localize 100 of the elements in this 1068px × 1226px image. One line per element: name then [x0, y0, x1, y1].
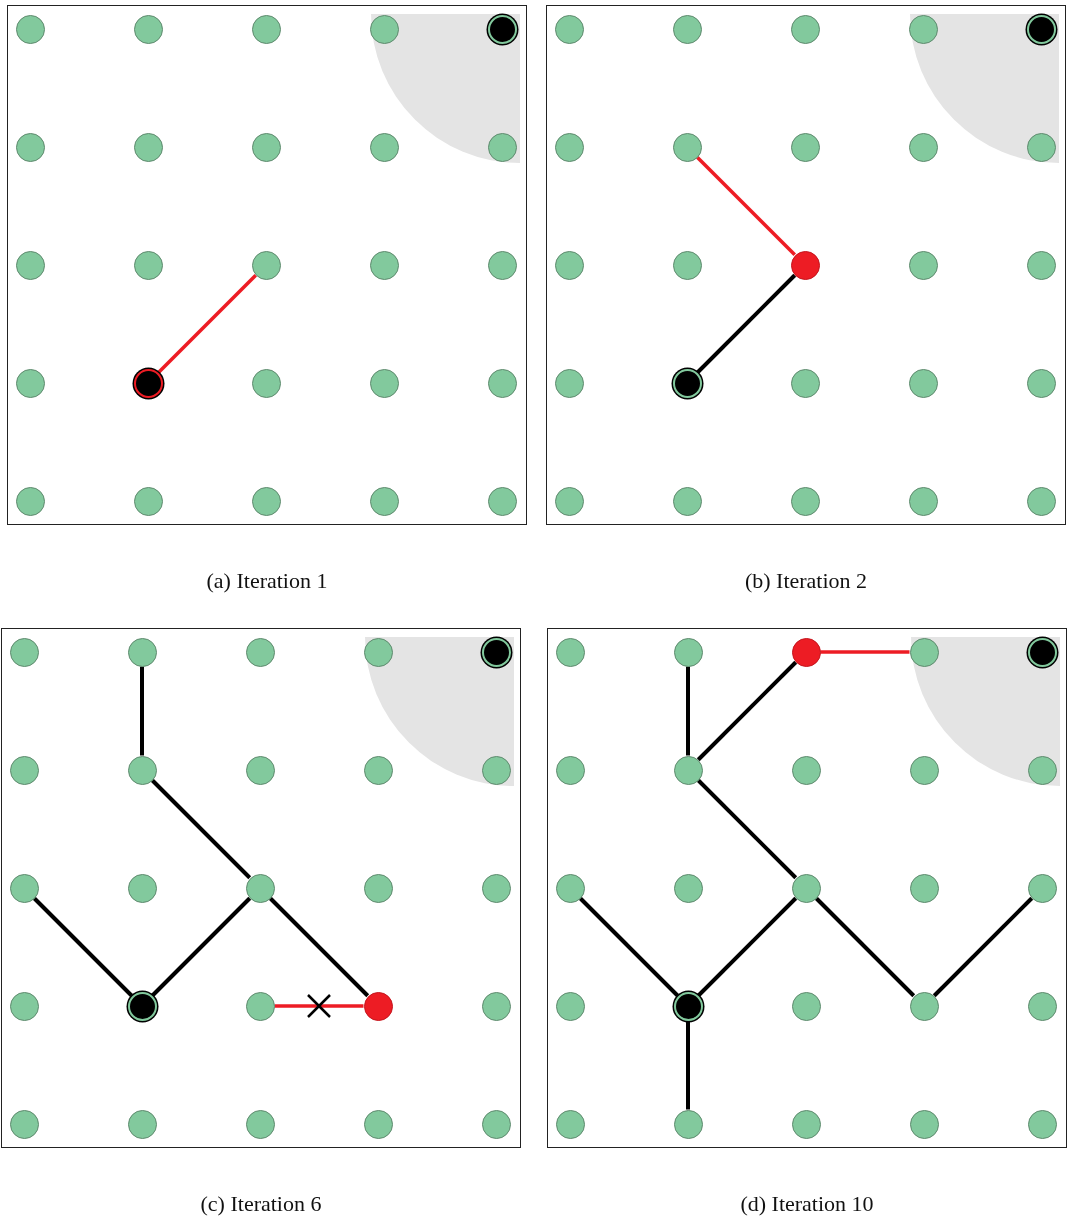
- grid-point: [481, 991, 511, 1021]
- tree-edge: [274, 1004, 364, 1008]
- grid-point: [555, 755, 585, 785]
- grid-point: [908, 132, 938, 162]
- grid-point: [1027, 991, 1057, 1021]
- grid-point: [481, 873, 511, 903]
- grid-point: [672, 486, 702, 516]
- start-point: [133, 368, 163, 398]
- grid-point: [15, 250, 45, 280]
- grid-point: [555, 1109, 585, 1139]
- grid-point: [251, 368, 281, 398]
- start-point: [673, 991, 703, 1021]
- plot-frame: [546, 5, 1066, 525]
- grid-point: [1026, 368, 1056, 398]
- tree-edge: [140, 666, 144, 756]
- grid-point: [554, 486, 584, 516]
- tree-edge: [157, 274, 257, 374]
- grid-point: [127, 1109, 157, 1139]
- grid-point: [1027, 1109, 1057, 1139]
- grid-point: [363, 873, 393, 903]
- start-point: [127, 991, 157, 1021]
- grid-point: [790, 14, 820, 44]
- grid-point: [673, 755, 703, 785]
- grid-point: [791, 991, 821, 1021]
- grid-point: [369, 250, 399, 280]
- grid-point: [673, 1109, 703, 1139]
- grid-point: [9, 873, 39, 903]
- grid-point: [251, 250, 281, 280]
- grid-point: [790, 486, 820, 516]
- grid-point: [1027, 873, 1057, 903]
- grid-point: [369, 132, 399, 162]
- tree-edge: [696, 896, 798, 998]
- grid-point: [481, 1109, 511, 1139]
- grid-point: [1026, 486, 1056, 516]
- grid-point: [15, 14, 45, 44]
- grid-point: [487, 486, 517, 516]
- tree-edge: [696, 778, 798, 880]
- grid-point: [251, 132, 281, 162]
- grid-point: [245, 637, 275, 667]
- grid-point: [15, 132, 45, 162]
- grid-point: [133, 486, 163, 516]
- grid-point: [9, 637, 39, 667]
- grid-point: [909, 1109, 939, 1139]
- tree-edge: [686, 1020, 690, 1110]
- grid-point: [790, 132, 820, 162]
- grid-point: [133, 250, 163, 280]
- grid-point: [15, 368, 45, 398]
- tree-edge: [696, 156, 796, 256]
- grid-point: [791, 873, 821, 903]
- grid-point: [133, 14, 163, 44]
- new-point: [363, 991, 393, 1021]
- start-point: [672, 368, 702, 398]
- grid-point: [555, 873, 585, 903]
- figure-caption: (b) Iteration 2: [743, 568, 869, 594]
- grid-point: [9, 755, 39, 785]
- new-point: [790, 250, 820, 280]
- grid-point: [672, 14, 702, 44]
- grid-point: [251, 486, 281, 516]
- grid-point: [673, 637, 703, 667]
- plot-frame: [547, 628, 1067, 1148]
- grid-point: [251, 14, 281, 44]
- grid-point: [15, 486, 45, 516]
- grid-point: [245, 873, 275, 903]
- grid-point: [791, 1109, 821, 1139]
- grid-point: [672, 250, 702, 280]
- tree-edge: [32, 896, 134, 998]
- tree-edge: [578, 896, 680, 998]
- grid-point: [363, 1109, 393, 1139]
- grid-point: [908, 368, 938, 398]
- tree-edge: [820, 650, 910, 654]
- grid-point: [673, 873, 703, 903]
- grid-point: [909, 991, 939, 1021]
- tree-edge: [696, 660, 798, 762]
- grid-point: [133, 132, 163, 162]
- grid-point: [245, 755, 275, 785]
- plot-frame: [7, 5, 527, 525]
- grid-point: [555, 637, 585, 667]
- grid-point: [127, 873, 157, 903]
- grid-point: [790, 368, 820, 398]
- grid-point: [908, 250, 938, 280]
- tree-edge: [814, 896, 916, 998]
- grid-point: [245, 991, 275, 1021]
- grid-point: [369, 368, 399, 398]
- grid-point: [487, 250, 517, 280]
- grid-point: [369, 486, 399, 516]
- grid-point: [363, 755, 393, 785]
- plot-frame: [1, 628, 521, 1148]
- tree-edge: [150, 778, 252, 880]
- tree-edge: [686, 666, 690, 756]
- grid-point: [554, 368, 584, 398]
- tree-edge: [695, 273, 797, 375]
- grid-point: [909, 873, 939, 903]
- grid-point: [127, 637, 157, 667]
- grid-point: [127, 755, 157, 785]
- grid-point: [908, 486, 938, 516]
- grid-point: [791, 755, 821, 785]
- grid-point: [555, 991, 585, 1021]
- tree-edge: [268, 896, 370, 998]
- grid-point: [487, 368, 517, 398]
- grid-point: [245, 1109, 275, 1139]
